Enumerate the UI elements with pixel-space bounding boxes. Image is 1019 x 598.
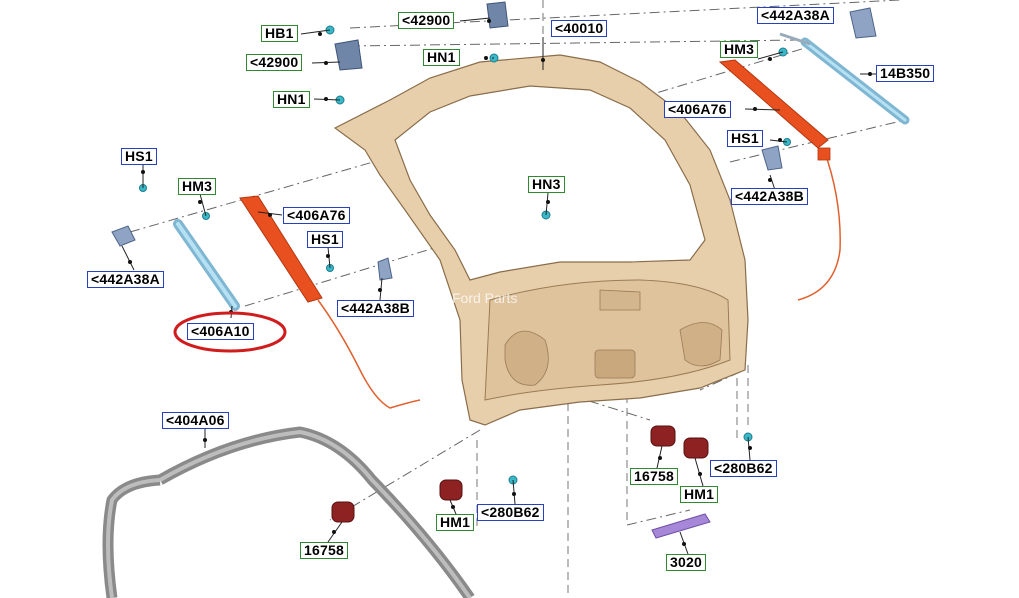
left-trim-strip (239, 195, 421, 409)
label-hm3-right[interactable]: HM3 (720, 41, 759, 58)
label-hm3-left[interactable]: HM3 (178, 178, 217, 195)
highlight-circle (173, 311, 287, 353)
label-hs1-right[interactable]: HS1 (727, 130, 763, 147)
label-hn3[interactable]: HN3 (528, 176, 565, 193)
label-hn1-top[interactable]: HN1 (423, 49, 460, 66)
small-hardware (111, 1, 877, 281)
label-280b62-left[interactable]: <280B62 (477, 504, 544, 521)
label-442a38a-right[interactable]: <442A38A (757, 7, 834, 24)
label-42900-top[interactable]: <42900 (398, 12, 455, 29)
label-hn1-left[interactable]: HN1 (273, 91, 310, 108)
label-16758-left[interactable]: 16758 (300, 542, 348, 559)
right-trim-strip (718, 59, 841, 301)
label-hm1-right[interactable]: HM1 (680, 486, 719, 503)
label-42900[interactable]: <42900 (246, 54, 303, 71)
label-hm1-left[interactable]: HM1 (436, 514, 475, 531)
label-406a10[interactable]: <406A10 (187, 323, 254, 340)
label-442a38b-left[interactable]: <442A38B (337, 300, 414, 317)
watermark: Ford Parts (452, 290, 518, 306)
rubber-bumpers (331, 425, 709, 523)
label-hb1[interactable]: HB1 (261, 25, 298, 42)
label-3020[interactable]: 3020 (666, 554, 706, 571)
label-16758-right[interactable]: 16758 (630, 468, 678, 485)
label-280b62-right[interactable]: <280B62 (710, 460, 777, 477)
label-442a38a-left[interactable]: <442A38A (87, 271, 164, 288)
fasteners (139, 25, 791, 485)
label-hs1-left[interactable]: HS1 (121, 148, 157, 165)
label-404a06[interactable]: <404A06 (162, 412, 229, 429)
label-40010[interactable]: <40010 (551, 20, 608, 37)
right-gas-strut (779, 32, 910, 125)
label-406a76-left[interactable]: <406A76 (283, 207, 350, 224)
leader-dots (128, 19, 872, 546)
lower-molding (651, 513, 711, 539)
label-406a76-right[interactable]: <406A76 (664, 101, 731, 118)
label-14b350[interactable]: 14B350 (876, 65, 935, 82)
label-442a38b-right[interactable]: <442A38B (731, 188, 808, 205)
label-hs1-mid[interactable]: HS1 (307, 231, 343, 248)
weatherstrip-seal (102, 426, 475, 598)
left-gas-strut (173, 219, 240, 311)
